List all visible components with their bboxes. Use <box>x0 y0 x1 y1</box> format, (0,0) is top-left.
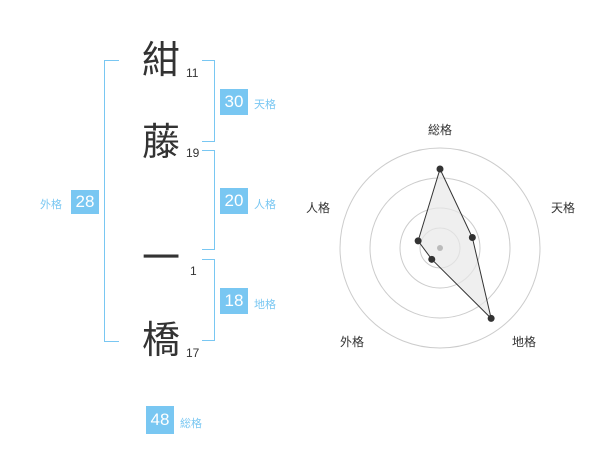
radar-points <box>414 165 495 322</box>
chikaku-score-box: 18 <box>220 288 248 314</box>
radar-point-4 <box>428 255 436 263</box>
radar-point-2 <box>468 233 476 241</box>
radar-center <box>437 245 443 251</box>
soukaku-label: 総格 <box>180 417 202 430</box>
jinkaku-score-box: 20 <box>220 188 248 214</box>
axis-label-jinkaku: 人格 <box>306 200 330 215</box>
name-char-3: 一 <box>142 236 181 280</box>
axis-label-tenkaku: 天格 <box>551 200 575 215</box>
radar-point-3 <box>487 314 495 322</box>
gaikaku-score-box: 28 <box>71 190 99 214</box>
tenkaku-label: 天格 <box>254 98 276 111</box>
jinkaku-label: 人格 <box>254 198 276 211</box>
axis-label-soukaku: 総格 <box>428 122 452 137</box>
chikaku-label: 地格 <box>254 298 276 311</box>
radar-area <box>417 167 493 320</box>
tenkaku-score-box: 30 <box>220 89 248 115</box>
soukaku-score-box: 48 <box>146 406 174 434</box>
gaikaku-bracket <box>104 60 119 342</box>
stroke-count-4: 17 <box>186 346 200 360</box>
tenkaku-bracket <box>202 60 215 142</box>
stroke-count-3: 1 <box>190 264 197 278</box>
axis-label-chikaku: 地格 <box>512 334 536 349</box>
radar-ring-4 <box>339 147 541 349</box>
name-char-1: 紺 <box>142 38 181 82</box>
gaikaku-label: 外格 <box>40 198 62 211</box>
radar-point-1 <box>436 165 444 173</box>
name-char-4: 橋 <box>142 318 181 362</box>
name-char-2: 藤 <box>142 120 181 164</box>
axis-label-gaikaku: 外格 <box>340 334 364 349</box>
stroke-count-2: 19 <box>186 146 200 160</box>
radar-point-5 <box>414 237 422 245</box>
jinkaku-bracket <box>202 150 215 250</box>
stroke-count-1: 11 <box>186 66 199 80</box>
chikaku-bracket <box>202 259 215 341</box>
